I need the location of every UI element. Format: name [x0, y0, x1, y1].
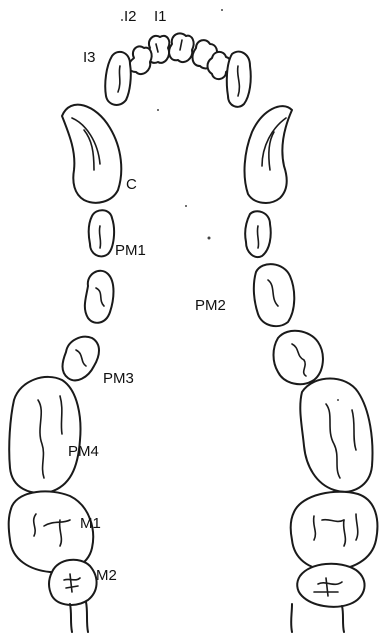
incisor-group [105, 33, 251, 106]
tooth-pm3-left [63, 337, 100, 381]
tooth-i2-left [129, 46, 152, 74]
molar-group [9, 491, 378, 606]
label-pm2: PM2 [195, 298, 226, 313]
tooth-m1-right [291, 492, 378, 570]
label-i2: I2 [124, 9, 137, 24]
tooth-pm4-right [300, 379, 372, 492]
tooth-i3-left [105, 52, 131, 105]
label-i3: I3 [83, 50, 96, 65]
canine-group [62, 105, 292, 203]
label-m2: M2 [96, 568, 117, 583]
label-pm1: PM1 [115, 243, 146, 258]
premolar-group [9, 210, 372, 493]
tooth-canine-left [62, 105, 121, 203]
jaw-tails [70, 602, 344, 632]
tooth-pm1-left [89, 210, 114, 256]
label-i1: I1 [154, 9, 167, 24]
label-pm3: PM3 [103, 371, 134, 386]
label-m1: M1 [80, 516, 101, 531]
tooth-m2-left [49, 560, 97, 605]
label-c: C [126, 177, 137, 192]
tooth-pm2-left [85, 271, 114, 323]
tooth-pm3-right [274, 331, 323, 384]
label-pm4: PM4 [68, 444, 99, 459]
tooth-i1-right [169, 33, 193, 62]
tooth-pm4-left [9, 377, 80, 493]
tooth-m2-right [297, 564, 364, 607]
